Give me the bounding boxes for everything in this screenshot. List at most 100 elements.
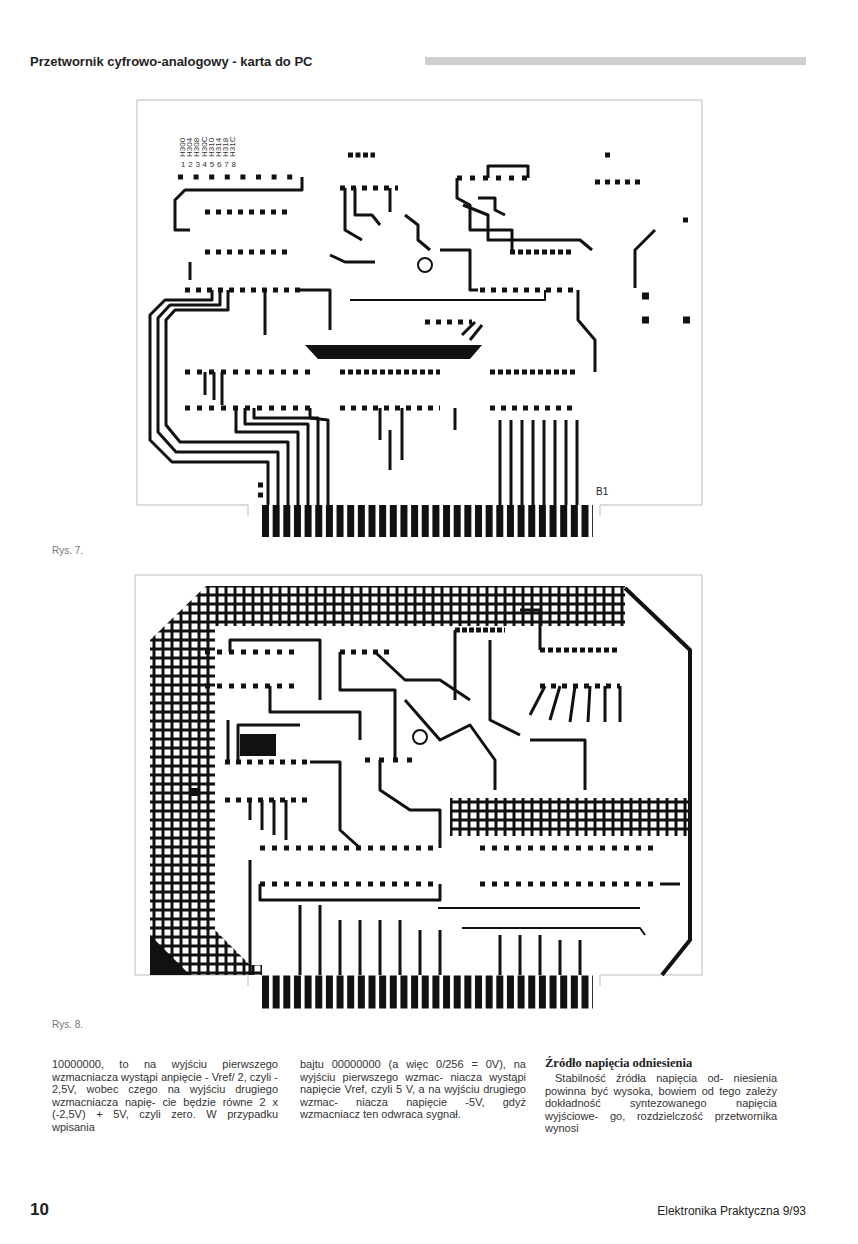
pad: [190, 788, 198, 796]
page-number: 10: [30, 1200, 49, 1220]
trace: [454, 408, 457, 430]
pad-rows: [190, 630, 660, 884]
pin-number: 4: [203, 160, 207, 169]
edge-connector: [262, 505, 593, 537]
page-header: Przetwornik cyfrowo-analogowy - karta do…: [30, 54, 312, 70]
trace: [380, 408, 402, 470]
pad-row: [490, 370, 578, 375]
pad-row: [205, 650, 300, 655]
trace: [530, 686, 620, 722]
pad: [642, 317, 649, 324]
pad-row: [480, 846, 660, 851]
pin-name: B1: [596, 486, 608, 497]
pad-row: [178, 175, 302, 180]
trace: [438, 908, 645, 935]
pad-row: [205, 210, 292, 215]
pad-row: [480, 288, 578, 293]
trace: [345, 188, 390, 240]
pin-number: 1: [181, 160, 185, 169]
trace: [440, 250, 478, 290]
pin-address: H31C: [229, 137, 237, 157]
pad-row: [455, 628, 505, 633]
pad-row: [185, 288, 302, 293]
pad-row: [340, 406, 440, 411]
trace: [260, 884, 440, 900]
pad-row: [340, 370, 440, 375]
pad: [258, 483, 263, 488]
trace: [635, 230, 655, 288]
pad-row: [205, 684, 300, 689]
pcb-component-side: [135, 575, 702, 992]
trace: [330, 255, 375, 262]
board-outline: [135, 575, 702, 986]
pad-row: [185, 406, 310, 411]
ground-plane: [150, 586, 625, 975]
body-text: Stabilność źródła napięcia od- niesienia…: [545, 1072, 777, 1135]
body-text: bajtu 00000000 (a więc 0/256 = 0V), na w…: [300, 1058, 526, 1121]
trace: [150, 290, 268, 505]
pad-row: [510, 250, 572, 255]
pad-rows: [178, 155, 690, 495]
edge-connector: [262, 976, 593, 1009]
copper-fill: [240, 734, 276, 756]
trace: [462, 322, 482, 340]
pin-number: 5: [210, 160, 214, 169]
pad-row: [540, 684, 620, 689]
mounting-hole: [413, 730, 427, 744]
figure-caption: Rys. 7.: [52, 545, 83, 557]
traces: [150, 166, 655, 505]
pad: [683, 218, 688, 223]
pin-number: 6: [217, 160, 221, 169]
copper-bar: [305, 345, 482, 359]
trace: [158, 290, 278, 505]
trace: [254, 408, 318, 505]
trace: [405, 700, 495, 790]
pad-row: [225, 798, 310, 803]
trace: [175, 177, 302, 230]
trace: [264, 290, 267, 335]
pad-row: [480, 882, 660, 887]
trace: [500, 935, 580, 975]
figure-caption: Rys. 8.: [52, 1019, 83, 1031]
pin-number: 3: [195, 160, 199, 169]
trace: [405, 215, 430, 250]
pad-row: [540, 648, 620, 653]
pin-number: 2: [188, 160, 192, 169]
pad: [258, 493, 263, 498]
trace: [455, 630, 520, 735]
mounting-hole: [418, 258, 432, 272]
pad-row: [205, 250, 292, 255]
pad-row: [260, 882, 440, 887]
trace: [300, 290, 330, 505]
trace: [478, 198, 505, 215]
pad-row: [365, 758, 420, 763]
pad-row: [595, 180, 642, 185]
section-heading: Źródło napięcia odniesienia: [545, 1056, 692, 1070]
ground-fill: [150, 935, 190, 975]
trace: [463, 205, 592, 250]
ground-strip: [450, 798, 690, 836]
trace: [350, 290, 545, 300]
trace: [380, 760, 440, 848]
trace: [500, 420, 577, 505]
trace: [250, 800, 286, 840]
pcb-solder-side: [137, 100, 702, 521]
pin-number: 7: [224, 160, 228, 169]
pad: [683, 317, 690, 324]
pad-row: [490, 406, 578, 411]
traces: [228, 610, 680, 975]
trace: [310, 762, 360, 848]
pad-row: [425, 320, 472, 325]
pin-number: 8: [231, 160, 235, 169]
trace: [488, 166, 528, 178]
trace: [245, 408, 308, 505]
trace: [530, 740, 585, 790]
trace: [270, 686, 360, 740]
trace: [300, 905, 440, 975]
trace: [166, 290, 288, 505]
pad: [642, 293, 649, 300]
trace: [249, 860, 252, 975]
supply-trace: [625, 588, 690, 975]
pad-row: [260, 846, 440, 851]
